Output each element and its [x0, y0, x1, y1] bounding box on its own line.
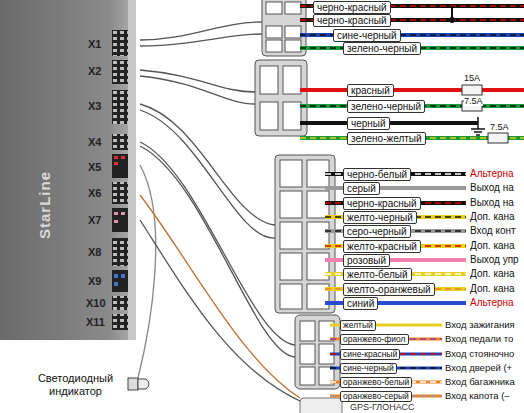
wire-label: сине-черный — [333, 29, 401, 42]
wire-label: сине-черный — [340, 363, 397, 374]
function-text: Доп. кана — [470, 211, 515, 223]
wire — [300, 88, 524, 92]
function-text: Альтерна — [470, 297, 514, 309]
input-text: Вход багажника — [445, 376, 515, 387]
wire-label: серо-черный — [343, 225, 411, 238]
pin-headers — [112, 30, 128, 330]
wire-label: желто-красный — [343, 240, 421, 253]
connector-id: X7 — [88, 214, 101, 226]
wire-label: синий — [343, 297, 378, 310]
input-text: Вход капота (– — [445, 390, 510, 401]
connector-id: X6 — [88, 187, 101, 199]
connector-cells — [266, 2, 301, 52]
ground-symbol — [477, 117, 479, 129]
fuse-symbol — [488, 133, 508, 143]
module-body — [0, 0, 136, 340]
function-text: Выход на — [470, 182, 514, 194]
function-text: Доп. кана — [470, 240, 515, 252]
connector-housing — [262, 0, 306, 56]
connector-id: X11 — [86, 316, 105, 328]
ground-symbol — [474, 131, 482, 133]
wire-label: желто-белый — [343, 268, 412, 281]
gps-module — [300, 398, 342, 413]
wire-label: оранжево-белый — [340, 377, 412, 388]
input-text: Вход зажигания — [445, 319, 515, 330]
fuse-rating: 7.5A — [490, 122, 509, 132]
jumper-wire — [451, 6, 453, 20]
function-text: Альтерна — [470, 168, 514, 180]
wire-label: зелено-желтый — [347, 132, 426, 145]
wire-label: черный — [347, 117, 390, 130]
wire-label: розовый — [343, 254, 390, 267]
connector-id: X4 — [88, 136, 101, 148]
gps-label: GPS-ГЛОНАСС — [350, 402, 415, 412]
ground-symbol — [476, 134, 480, 136]
ground-symbol — [471, 128, 485, 130]
wire-label: желто-черный — [343, 211, 417, 224]
function-text: Вход конт — [470, 225, 516, 237]
connector-cells — [300, 321, 334, 385]
function-text: Выход на — [470, 197, 514, 209]
led-indicator — [128, 378, 149, 390]
input-text: Вход педали то — [445, 333, 513, 344]
wire-label: красный — [347, 84, 394, 97]
input-text: Вход стояночно — [445, 348, 514, 359]
connector-id: X3 — [88, 100, 101, 112]
brand-name: StarLine — [36, 171, 53, 239]
connector-id: X2 — [88, 65, 101, 77]
function-text: Доп. кана — [470, 268, 515, 280]
connector-cells — [260, 66, 301, 130]
connector-cells — [280, 160, 329, 309]
wire-label: зелено-черный — [343, 42, 421, 55]
wire-label: черно-красный — [313, 1, 391, 14]
wire-label: серый — [343, 182, 380, 195]
fuse-rating: 7.5A — [464, 96, 483, 106]
wire-label: черно-красный — [313, 14, 391, 27]
connector-id: X9 — [88, 275, 101, 287]
fuse-symbol — [462, 85, 482, 95]
connector-id: X1 — [88, 38, 101, 50]
function-text: Доп. кана — [470, 283, 515, 295]
wire-label: оранжево-фиол — [340, 334, 409, 345]
wire-label: черно-белый — [343, 168, 411, 181]
connector-id: X8 — [88, 246, 101, 258]
connector-id: X10 — [86, 297, 106, 309]
led-label: Светодиодный индикатор — [28, 372, 123, 398]
fuse-rating: 15A — [464, 73, 480, 83]
wire-label: желтый — [340, 320, 376, 331]
connector-housing — [255, 60, 307, 136]
wire-label: сине-красный — [340, 349, 400, 360]
wire-label: желто-оранжевый — [343, 283, 435, 296]
input-text: Вход дверей (+ — [445, 362, 512, 373]
module-edge — [128, 0, 136, 340]
connector-id: X5 — [88, 161, 101, 173]
wire-label: оранжево-серый — [340, 391, 412, 402]
wire-label: черно-красный — [343, 197, 421, 210]
wire-label: зелено-черный — [347, 100, 425, 113]
function-text: Выход упр — [470, 254, 519, 266]
